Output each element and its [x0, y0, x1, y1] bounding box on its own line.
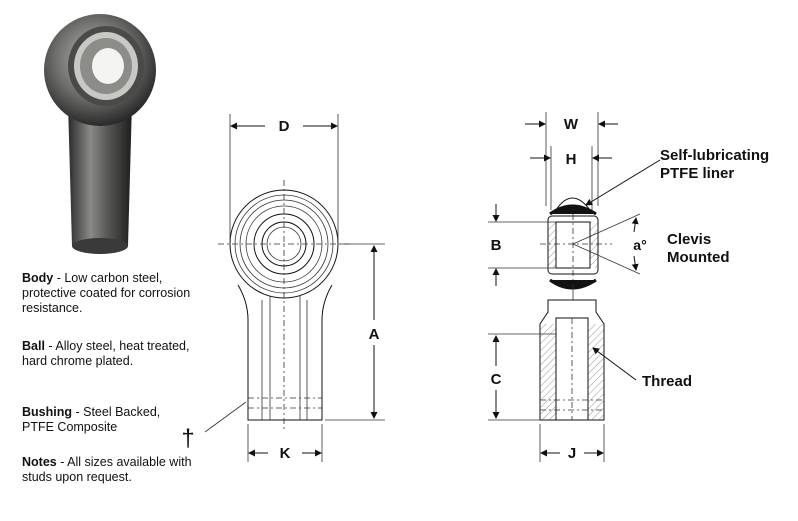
- clevis-label-line1: Clevis: [667, 231, 711, 248]
- spec-description: All sizes available with studs upon requ…: [22, 455, 192, 484]
- liner-label-line1: Self-lubricating: [660, 147, 769, 164]
- dim-w-label: W: [564, 116, 579, 133]
- spec-term: Bushing: [22, 405, 72, 419]
- spec-term: Ball: [22, 339, 45, 353]
- dim-j-label: J: [568, 445, 576, 462]
- thread-label: Thread: [642, 373, 692, 390]
- dim-h-label: H: [566, 151, 577, 168]
- spec-description: Low carbon steel, protective coated for …: [22, 271, 191, 315]
- spec-term: Notes: [22, 455, 57, 469]
- spec-bushing: Bushing - Steel Backed, PTFE Composite: [22, 405, 161, 434]
- rod-end-photo: [44, 14, 156, 254]
- dim-a-label: A: [369, 326, 380, 343]
- dim-b-label: B: [491, 237, 502, 254]
- dagger-note-marker: †: [181, 425, 194, 452]
- spec-notes: Notes - All sizes available with studs u…: [22, 455, 192, 484]
- spec-term: Body: [22, 271, 54, 285]
- clevis-label-line2: Mounted: [667, 249, 729, 266]
- dim-d-label: D: [279, 118, 290, 135]
- angle-label: a°: [633, 237, 646, 253]
- dim-c-label: C: [491, 371, 502, 388]
- dim-k-label: K: [280, 445, 291, 462]
- liner-label-line2: PTFE liner: [660, 165, 734, 182]
- spec-description: Steel Backed, PTFE Composite: [22, 405, 161, 434]
- spec-body: Body - Low carbon steel, protective coat…: [22, 271, 191, 315]
- spec-description: Alloy steel, heat treated, hard chrome p…: [22, 339, 190, 368]
- spec-ball: Ball - Alloy steel, heat treated, hard c…: [22, 339, 190, 368]
- front-view: D A K †: [181, 114, 385, 462]
- side-view: W H B C J a° Self-lubricating PTFE: [488, 112, 769, 462]
